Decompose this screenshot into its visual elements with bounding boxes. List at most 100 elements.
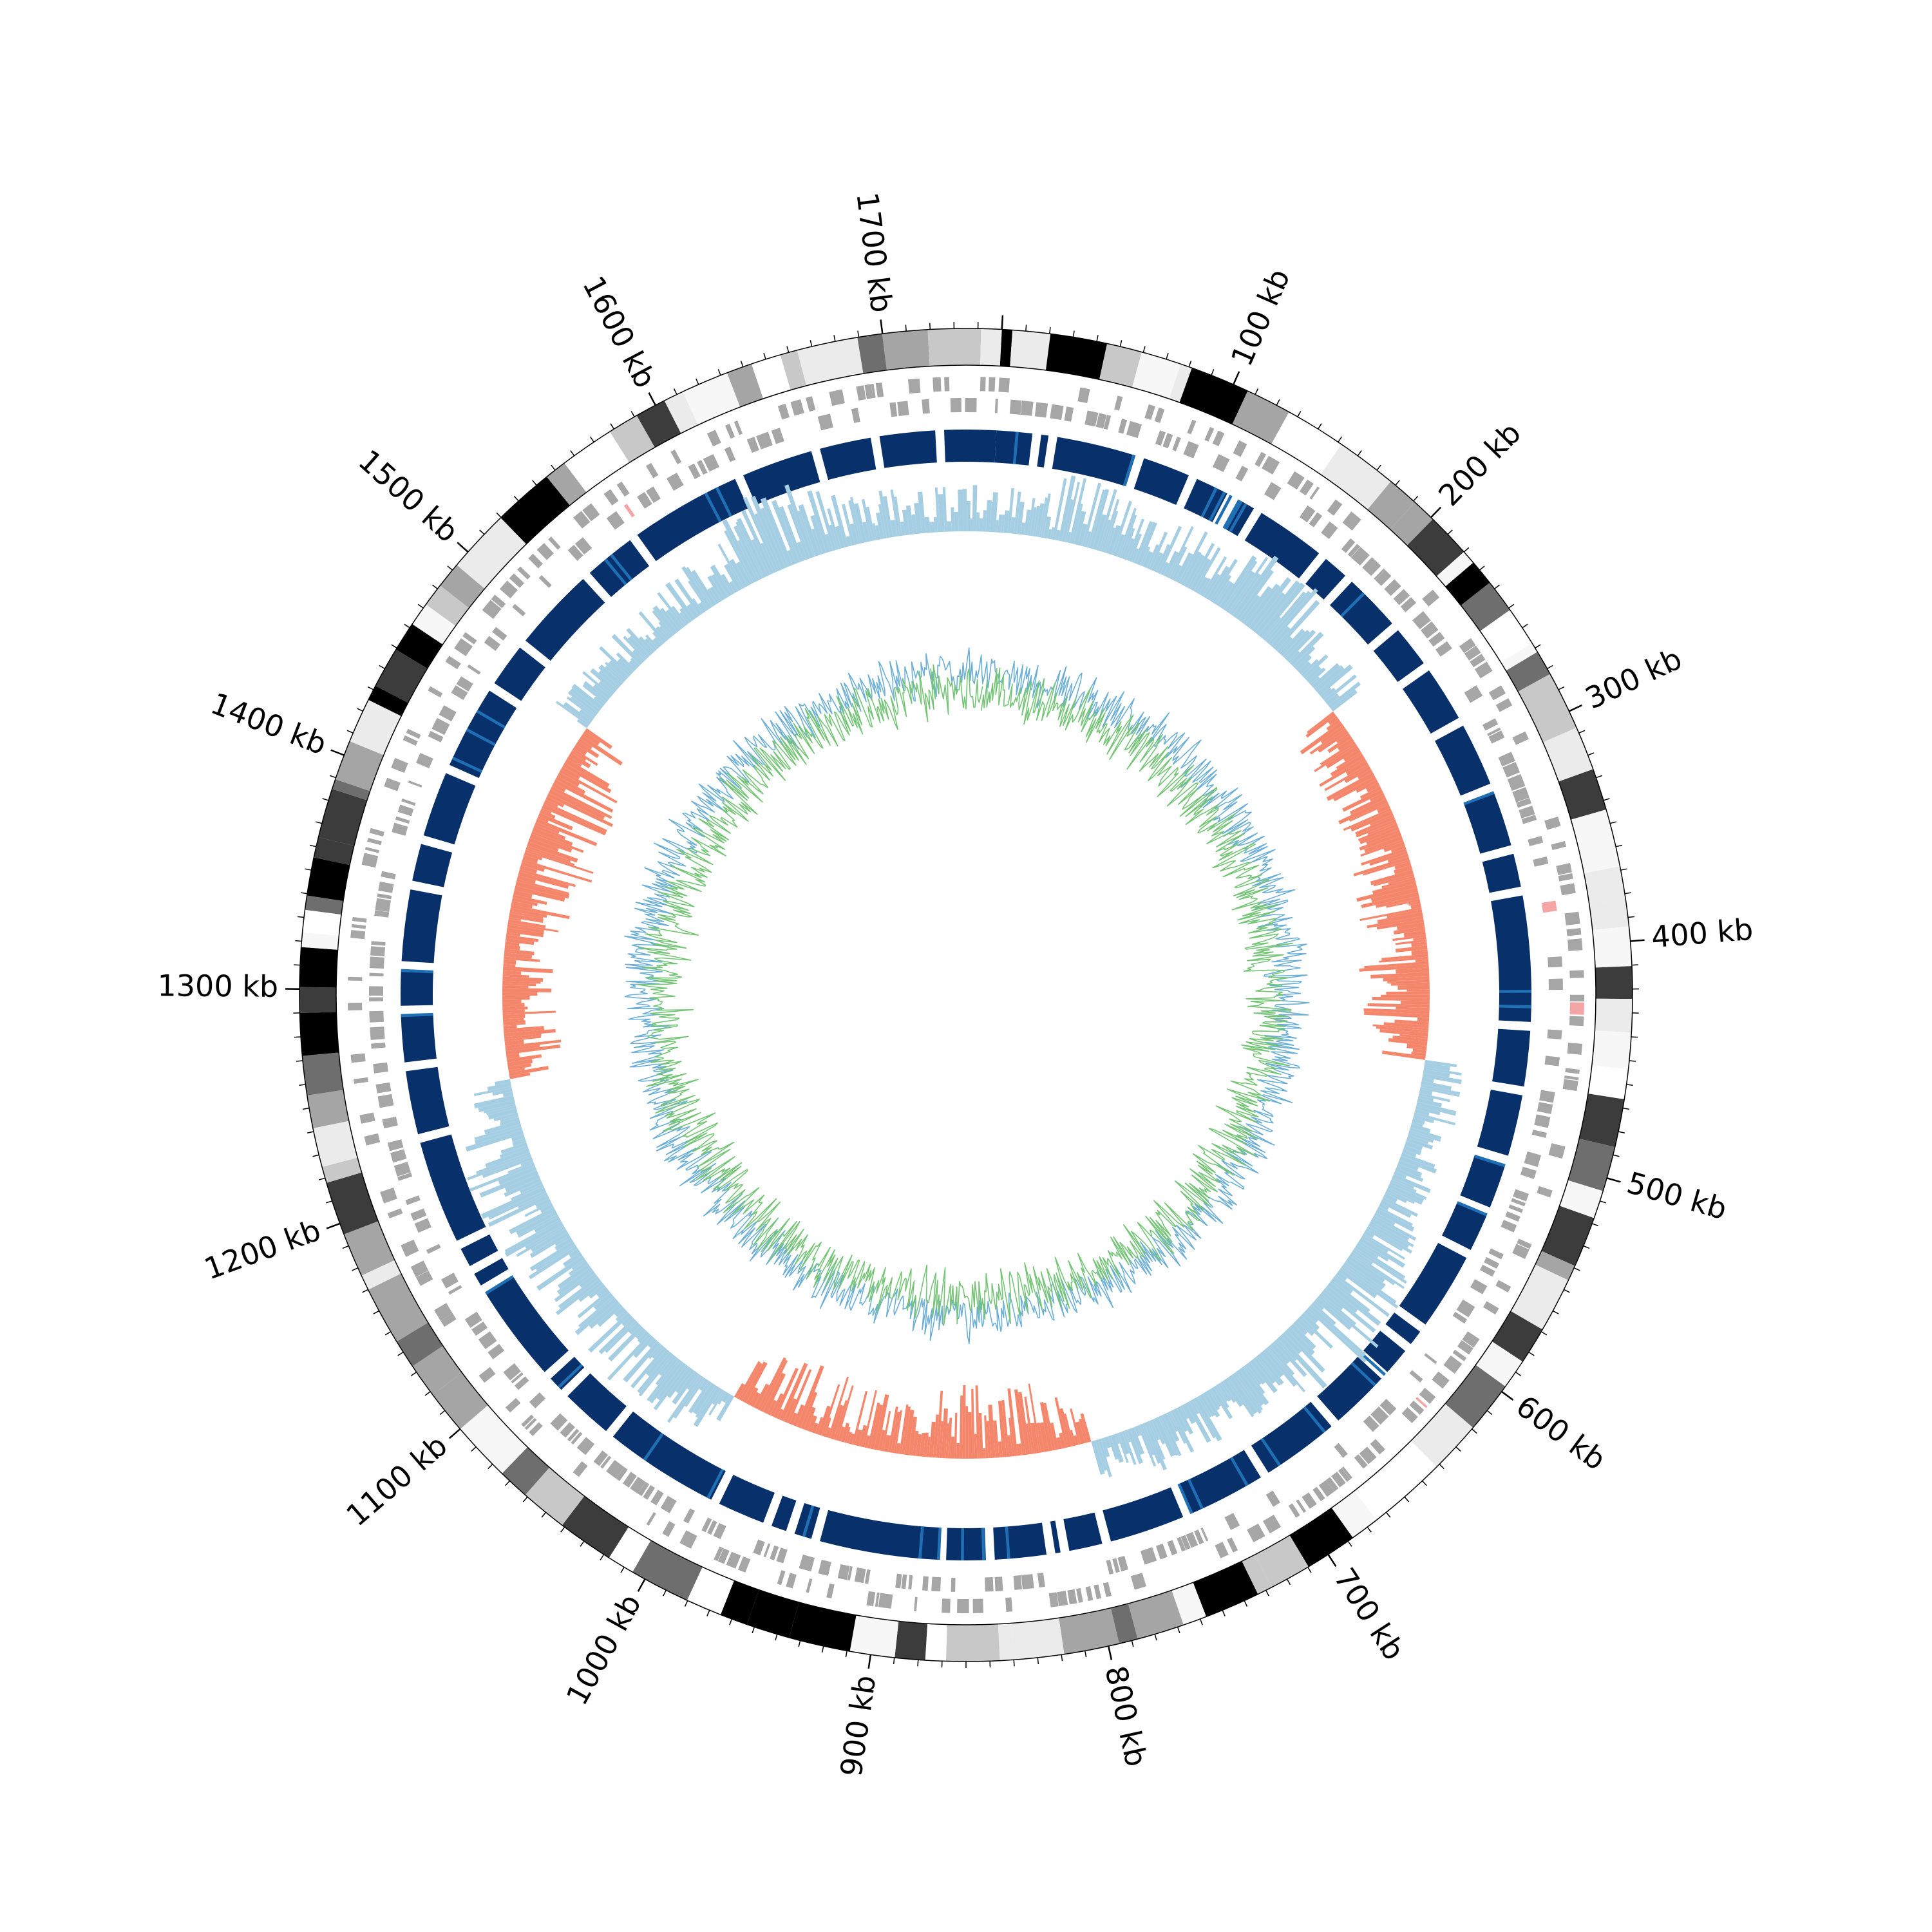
- ideogram-band: [1045, 334, 1108, 380]
- major-tick: [880, 319, 884, 334]
- histogram-bar-positive: [815, 491, 837, 551]
- histogram-bar-positive: [1359, 1237, 1406, 1268]
- histogram-bar-positive: [502, 1091, 513, 1097]
- histogram-bar-positive: [1189, 1399, 1200, 1415]
- histogram-bar-negative: [536, 818, 598, 846]
- gene-feature: [387, 1208, 403, 1218]
- synteny-accent: [961, 1528, 964, 1560]
- histogram-bar-positive: [629, 660, 638, 670]
- gene-feature: [826, 1583, 835, 1598]
- ideogram-band: [751, 354, 791, 399]
- histogram-bar-positive: [1191, 1399, 1216, 1439]
- synteny-accent: [704, 492, 722, 523]
- histogram-bar-positive: [710, 574, 728, 600]
- histogram-bar-negative: [1399, 1034, 1428, 1039]
- histogram-bar-negative: [504, 949, 535, 956]
- synteny-block: [1492, 1028, 1531, 1087]
- histogram-bar-negative: [1070, 1408, 1081, 1445]
- histogram-bar-negative: [502, 980, 541, 984]
- histogram-bar-positive: [1298, 661, 1311, 674]
- histogram-bar-positive: [1397, 1160, 1419, 1171]
- histogram-bar-negative: [1411, 941, 1427, 947]
- synteny-block: [879, 430, 937, 468]
- histogram-bar-positive: [473, 1095, 515, 1109]
- histogram-bar-positive: [934, 487, 940, 533]
- major-tick: [1430, 506, 1442, 518]
- ideogram-band: [1171, 1582, 1207, 1625]
- synteny-block: [567, 1373, 627, 1432]
- gene-feature: [352, 916, 367, 923]
- histogram-bar-negative: [528, 837, 559, 852]
- histogram-bar-positive: [1354, 1245, 1406, 1280]
- histogram-bar-negative: [830, 1405, 844, 1440]
- histogram-bar-positive: [1197, 1395, 1212, 1417]
- ideogram-band: [546, 463, 587, 506]
- histogram-bar-negative: [1050, 1422, 1059, 1450]
- histogram-bar-negative: [992, 1420, 999, 1458]
- gene-feature: [889, 402, 898, 417]
- minor-tick: [695, 378, 699, 385]
- histogram-bar-negative: [503, 966, 553, 974]
- histogram-bar-positive: [1407, 1135, 1429, 1144]
- gene-feature: [688, 463, 701, 479]
- gene-feature: [603, 489, 619, 506]
- histogram-bar-positive: [652, 631, 665, 645]
- histogram-bar-positive: [1414, 1112, 1456, 1126]
- histogram-bar-positive: [516, 1211, 558, 1236]
- gene-feature: [478, 1331, 497, 1350]
- minor-tick: [325, 1200, 332, 1204]
- minor-tick: [299, 1084, 306, 1086]
- histogram-bar-positive: [478, 1099, 515, 1112]
- major-tick: [1108, 1645, 1113, 1660]
- ideogram-band: [726, 364, 764, 408]
- histogram-bar-negative: [739, 1363, 762, 1401]
- synteny-accent: [604, 558, 627, 585]
- histogram-bar-negative: [505, 938, 535, 945]
- histogram-bar-negative: [854, 1429, 862, 1446]
- histogram-bar-negative: [1326, 772, 1375, 801]
- histogram-bar-negative: [502, 1018, 524, 1022]
- synteny-accent: [643, 1432, 664, 1461]
- histogram-bar-positive: [516, 1226, 566, 1257]
- tick-label: 1700 kb: [849, 191, 899, 315]
- gene-feature: [1334, 1443, 1348, 1458]
- gene-feature: [414, 1218, 431, 1233]
- gene-feature: [1112, 1558, 1120, 1573]
- histogram-bar-positive: [1190, 558, 1211, 591]
- major-tick: [637, 1578, 646, 1592]
- minor-tick: [532, 480, 537, 486]
- histogram-bar-negative: [807, 1415, 817, 1432]
- histogram-bar-negative: [913, 1430, 919, 1456]
- histogram-bar-positive: [687, 603, 699, 619]
- ideogram-band: [432, 1372, 488, 1430]
- histogram-bar-positive: [630, 658, 640, 668]
- histogram-bar-negative: [1366, 829, 1401, 845]
- histogram-bar-positive: [1409, 1127, 1442, 1140]
- minor-tick: [663, 1589, 667, 1596]
- histogram-bar-negative: [584, 728, 612, 750]
- histogram-bar-positive: [1391, 1177, 1415, 1189]
- minor-tick: [1413, 496, 1419, 502]
- histogram-bar-positive: [798, 504, 820, 556]
- gene-feature: [395, 816, 410, 824]
- ideogram-band: [1367, 481, 1415, 530]
- histogram-bar-positive: [1262, 616, 1282, 639]
- histogram-bar-positive: [1148, 531, 1168, 571]
- histogram-bar-negative: [1018, 1392, 1030, 1455]
- major-tick: [457, 542, 469, 553]
- histogram-bar-negative: [544, 799, 558, 808]
- histogram-bar-negative: [1016, 1443, 1023, 1456]
- histogram-bar-positive: [866, 506, 876, 541]
- synteny-block: [525, 578, 605, 661]
- gene-feature: [509, 573, 524, 588]
- histogram-bar-positive: [1201, 556, 1227, 597]
- synteny-block: [449, 690, 517, 779]
- synteny-block: [1491, 895, 1532, 1022]
- histogram-bar-positive: [480, 1186, 545, 1219]
- gene-feature: [1470, 654, 1486, 668]
- histogram-bar-positive: [1013, 491, 1021, 535]
- gene-feature: [777, 1570, 786, 1586]
- histogram-bar-positive: [482, 1157, 533, 1179]
- gene-feature: [402, 735, 418, 746]
- histogram-bar-positive: [1139, 1424, 1155, 1456]
